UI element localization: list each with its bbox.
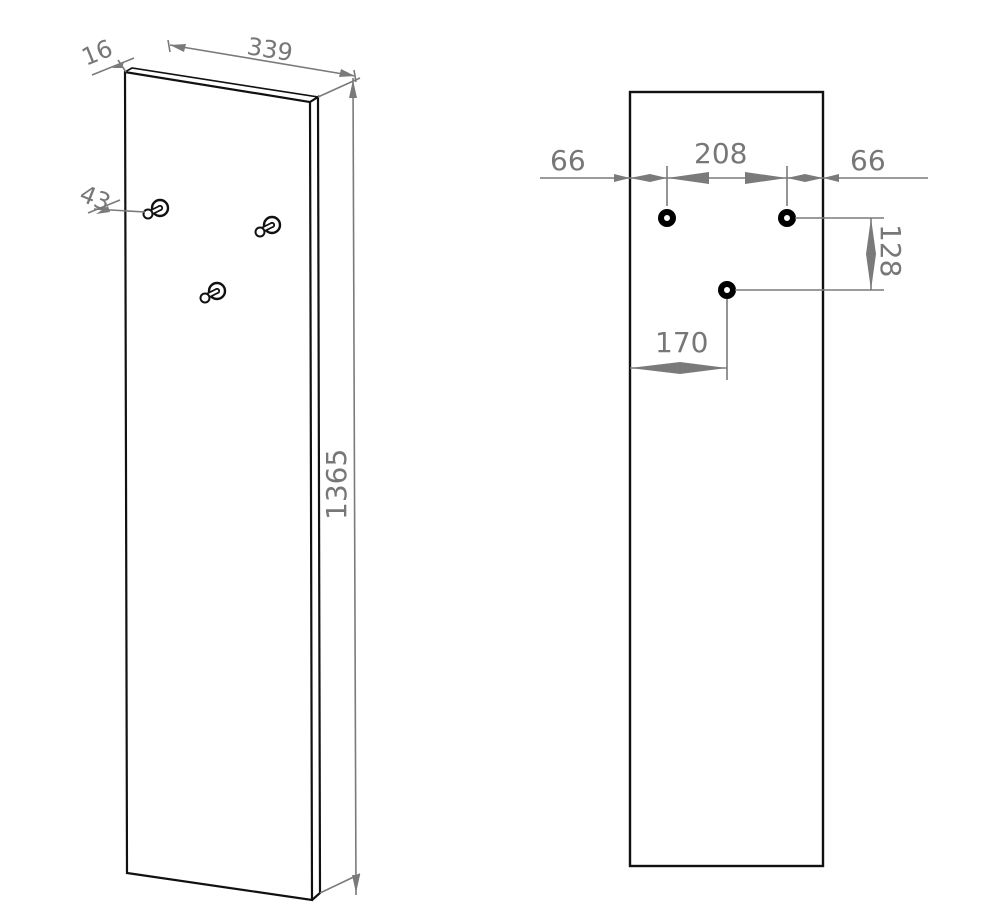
- dimension-width: 339: [167, 32, 357, 83]
- dimension-label-right-margin: 66: [850, 144, 886, 177]
- hook-hole-icon: [658, 209, 676, 227]
- dimension-hook-depth: 43: [76, 180, 146, 217]
- perspective-view: 339 16 43 1365: [76, 32, 361, 902]
- front-view: 66 208 66 128 170: [540, 90, 928, 868]
- hook-icon: [254, 215, 282, 238]
- panel-top-edge: [124, 67, 321, 103]
- dimension-vertical-offset: 128: [735, 217, 907, 291]
- dimension-label-hook-spacing: 208: [694, 137, 747, 170]
- dimension-thickness: 16: [78, 34, 135, 76]
- dimension-label-center-offset: 170: [655, 326, 708, 359]
- hook-hole-icon: [718, 281, 736, 299]
- dimension-label-thickness: 16: [78, 34, 117, 71]
- dimension-height: 1365: [317, 77, 361, 896]
- dimension-label-left-margin: 66: [550, 144, 586, 177]
- panel-side-edge: [309, 95, 322, 901]
- hook-hole-icon: [778, 209, 796, 227]
- hook-icon: [142, 198, 170, 220]
- dimension-label-vertical-offset: 128: [874, 224, 907, 277]
- dimension-label-width: 339: [245, 32, 295, 67]
- panel-front-face: [123, 70, 314, 902]
- panel-outline: [628, 90, 825, 868]
- hook-icon: [199, 281, 227, 304]
- dimension-chain-horizontal: 66 208 66: [540, 137, 928, 206]
- dimension-label-height: 1365: [320, 449, 353, 520]
- dimension-center-offset: 170: [630, 299, 728, 380]
